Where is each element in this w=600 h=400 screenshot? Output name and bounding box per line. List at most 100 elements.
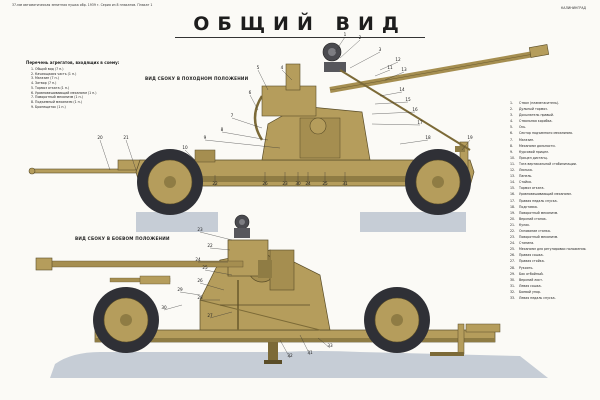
callout-leader — [379, 61, 399, 71]
callout-leader — [349, 51, 381, 69]
legend-text: Бак отбойный. — [519, 271, 544, 276]
legend-item: 4.Ствольная коробка. — [510, 118, 586, 124]
legend-item: 25.Механизм для регулировки положения. — [510, 246, 586, 252]
callout-leader — [339, 39, 361, 59]
legend-number: 31. — [510, 283, 516, 288]
legend-number: 2. — [510, 107, 514, 112]
callout-leader — [281, 69, 293, 81]
callout-leader — [125, 139, 137, 171]
legend-number: 20. — [510, 216, 516, 221]
callout-number: 31 — [307, 350, 313, 355]
legend-number: 26. — [510, 253, 516, 258]
callout-leader — [371, 111, 416, 115]
callout-leader — [179, 291, 201, 296]
legend-item: 26.Правая сошка. — [510, 252, 586, 258]
combat-barrel — [35, 257, 244, 285]
legend-number: 18. — [510, 204, 516, 209]
elements-list-item: 2. Качающаяся часть (1 п.) — [31, 71, 77, 76]
callout-number: 23 — [197, 227, 203, 232]
callout-number: 6 — [249, 90, 252, 95]
legend-item: 8.Механизм дальности. — [510, 143, 586, 149]
combat-upper — [199, 239, 331, 331]
legend-text: Досылатель правый. — [519, 113, 554, 118]
callout-leader — [221, 131, 269, 141]
callout-leader — [299, 334, 311, 356]
callout-number: 24 — [305, 181, 311, 186]
legend-item: 29.Бак отбойный. — [510, 271, 586, 277]
legend-item: 10.Прицел дистанц. — [510, 155, 586, 161]
callout-number: 33 — [327, 343, 333, 348]
callout-number: 27 — [207, 313, 213, 318]
callout-leader — [461, 139, 471, 151]
callout-number: 11 — [387, 65, 393, 70]
combat-left-wheel — [93, 287, 159, 353]
callout-number: 19 — [467, 135, 473, 140]
callout-number: 12 — [395, 57, 401, 62]
callout-number: 15 — [405, 97, 411, 102]
callout-number: 21 — [123, 135, 129, 140]
legend-item: 2.Дульный тормоз. — [510, 106, 586, 112]
legend-number: 5. — [510, 125, 514, 130]
callout-leader — [257, 69, 269, 91]
legend-number: 13. — [510, 174, 516, 179]
legend-text: Левая сошка. — [519, 283, 542, 288]
legend-item: 11.Тяга вертикальной стабилизации. — [510, 161, 586, 167]
legend-number: 28. — [510, 265, 516, 270]
callout-number: 3 — [379, 47, 382, 52]
left-wheel — [137, 149, 203, 215]
callout-leader — [199, 231, 233, 241]
legend-text: Правая сошка. — [519, 253, 544, 258]
callout-number: 16 — [412, 107, 418, 112]
legend-item: 13.Панель. — [510, 173, 586, 179]
elements-list-block: Перечень агрегатов, входящих в схему: 1.… — [26, 60, 136, 109]
legend-text: Уравновешивающий механизм. — [519, 192, 572, 197]
callout-leader — [399, 139, 429, 145]
callout-number: 1 — [344, 32, 347, 37]
callout-leader — [371, 123, 421, 126]
legend-item: 18.Подставка. — [510, 204, 586, 210]
callout-number: 5 — [257, 65, 260, 70]
callout-number: 25 — [202, 265, 208, 270]
elements-list-item: 4. Затвор (7 п.) — [31, 81, 57, 86]
ground-shadow-left — [136, 212, 218, 232]
elements-list-item: 7. Поворотный механизм (1 п.) — [31, 95, 83, 100]
legend-text: Правая педаль спуска. — [519, 198, 558, 203]
towbar — [28, 159, 141, 175]
legend-text: Сектор подъемного механизма. — [519, 131, 573, 136]
legend-item: 6.Сектор подъемного механизма. — [510, 130, 586, 136]
legend-number: 33. — [510, 296, 516, 300]
legend-number: 25. — [510, 247, 516, 252]
legend-number: 23. — [510, 235, 516, 240]
legend-number: 22. — [510, 228, 516, 233]
legend-number: 14. — [510, 180, 516, 185]
callout-number: 9 — [204, 135, 207, 140]
callout-number: 26 — [197, 278, 203, 283]
callout-leader — [317, 337, 331, 349]
legend-text: Боевой упор. — [519, 289, 541, 294]
legend-text: Левая педаль спуска. — [519, 296, 556, 300]
callout-leader — [209, 311, 233, 319]
legend-text: Правая стойка. — [519, 259, 545, 264]
elements-list-item: 8. Подъемный механизм (1 п.) — [31, 99, 83, 104]
callout-number: 14 — [399, 87, 405, 92]
travel-view-label: ВИД СБОКУ В ПОХОДНОМ ПОЛОЖЕНИИ — [145, 76, 249, 81]
callout-number: 26 — [262, 181, 268, 186]
legend-number: 32. — [510, 289, 516, 294]
elements-list-item: 6. Уравновешивающий механизм (1 п.) — [31, 90, 97, 95]
legend-text: Ось. — [519, 125, 527, 130]
legend-number: 4. — [510, 119, 514, 124]
callout-leader — [279, 339, 291, 359]
legend-item: 9.Курсовой прицел. — [510, 149, 586, 155]
legend-text: Панель. — [519, 174, 533, 179]
ground-shadow-right — [360, 212, 466, 232]
legend-item: 7.Магазин. — [510, 137, 586, 143]
legend-text: Рукоять. — [519, 265, 534, 270]
legend-item: 21.Кулак. — [510, 222, 586, 228]
callout-number: 4 — [281, 65, 284, 70]
legend-text: Станина. — [519, 241, 535, 246]
legend-text: Прицел дистанц. — [519, 155, 548, 160]
callout-number: 13 — [401, 67, 407, 72]
